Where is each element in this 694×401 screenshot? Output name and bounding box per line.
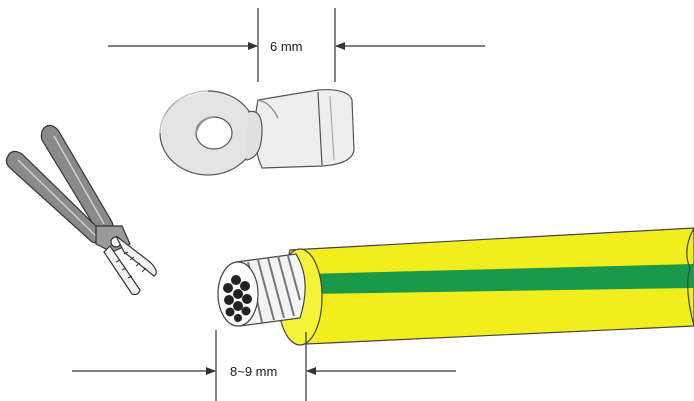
ground-cable-icon	[217, 227, 694, 346]
ring-terminal-dimension: 6 mm	[108, 8, 485, 82]
ring-terminal-icon	[158, 89, 355, 176]
strip-length-label: 8~9 mm	[230, 364, 277, 379]
crimping-pliers-icon	[5, 124, 157, 296]
strip-length-dimension: 8~9 mm	[72, 330, 456, 401]
ring-terminal-size-label: 6 mm	[270, 39, 303, 54]
